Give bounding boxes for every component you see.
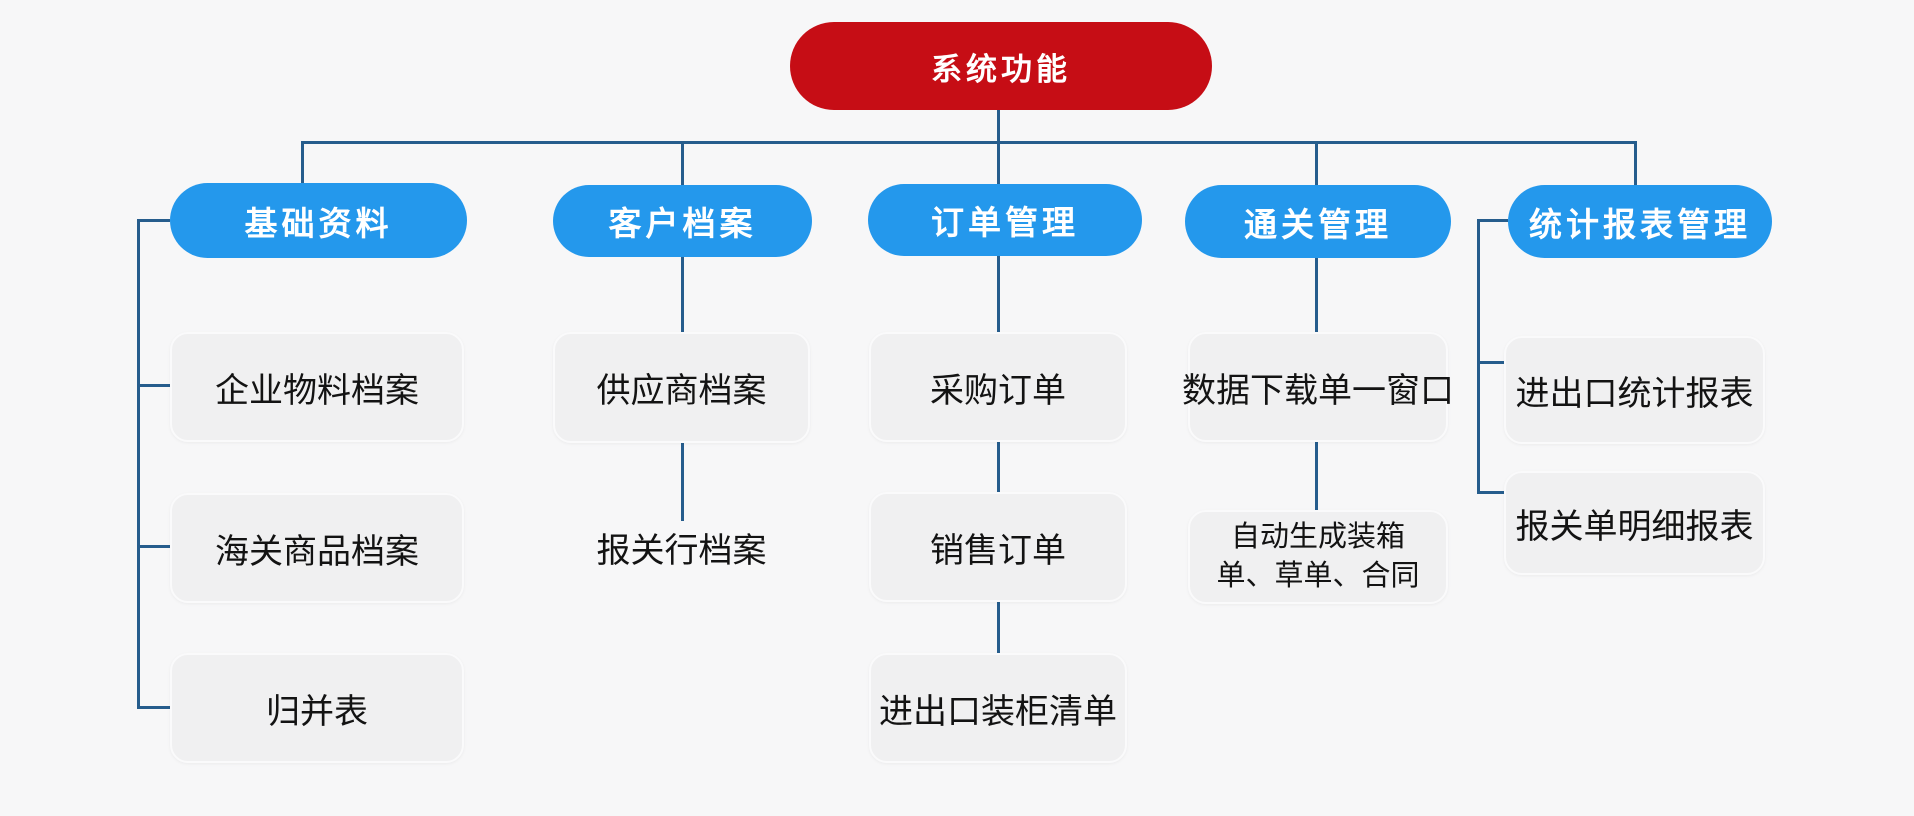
connector-bracket1-vertical [137, 219, 140, 709]
leaf-customs-declaration-detail-report: 报关单明细报表 [1504, 471, 1765, 575]
connector-bracket1-stub-2 [137, 545, 170, 548]
connector-bracket5-pill-stub [1477, 219, 1508, 222]
connector-col4-seg-1 [1315, 258, 1318, 332]
connector-drop-branch-3 [997, 141, 1000, 185]
leaf-auto-generate-packing-list: 自动生成装箱单、草单、合同 [1188, 510, 1448, 604]
leaf-sales-order: 销售订单 [869, 492, 1127, 602]
connector-col2-seg-2 [681, 443, 684, 521]
connector-bracket1-stub-1 [137, 384, 170, 387]
branch-pill-customer-files: 客户档案 [553, 185, 812, 257]
branch-pill-statistical-reports: 统计报表管理 [1508, 185, 1772, 258]
leaf-purchase-order: 采购订单 [869, 332, 1127, 442]
connector-root-drop [997, 110, 1000, 143]
connector-col3-seg-2 [997, 442, 1000, 492]
connector-col4-seg-2 [1315, 442, 1318, 510]
connector-bracket5-stub-2 [1477, 491, 1504, 494]
connector-col2-seg-1 [681, 257, 684, 332]
connector-bracket1-stub-3 [137, 706, 170, 709]
connector-col3-seg-3 [997, 602, 1000, 653]
connector-bracket5-stub-1 [1477, 361, 1504, 364]
branch-pill-customs-management: 通关管理 [1185, 185, 1451, 258]
leaf-customs-broker-archive: 报关行档案 [596, 531, 767, 570]
connector-bracket5-vertical [1477, 219, 1480, 494]
leaf-supplier-archive: 供应商档案 [553, 332, 810, 443]
connector-drop-branch-4 [1315, 141, 1318, 186]
leaf-data-download-single-window: 数据下载单一窗口 [1182, 332, 1454, 442]
connector-bracket1-pill-stub [137, 219, 170, 222]
connector-top-horizontal [301, 141, 1637, 144]
connector-drop-branch-2 [681, 141, 684, 186]
leaf-enterprise-material-archive: 企业物料档案 [170, 332, 464, 442]
connector-drop-branch-5 [1634, 141, 1637, 186]
branch-pill-basic-data: 基础资料 [170, 183, 467, 258]
leaf-customs-commodity-archive: 海关商品档案 [170, 493, 464, 603]
leaf-merge-table: 归并表 [170, 653, 464, 763]
connector-drop-branch-1 [301, 141, 304, 184]
branch-pill-order-management: 订单管理 [868, 184, 1142, 256]
root-node-system-functions: 系统功能 [790, 22, 1212, 110]
leaf-import-export-container-list: 进出口装柜清单 [869, 653, 1127, 763]
leaf-import-export-statistics-report: 进出口统计报表 [1504, 336, 1765, 444]
connector-col3-seg-1 [997, 255, 1000, 332]
